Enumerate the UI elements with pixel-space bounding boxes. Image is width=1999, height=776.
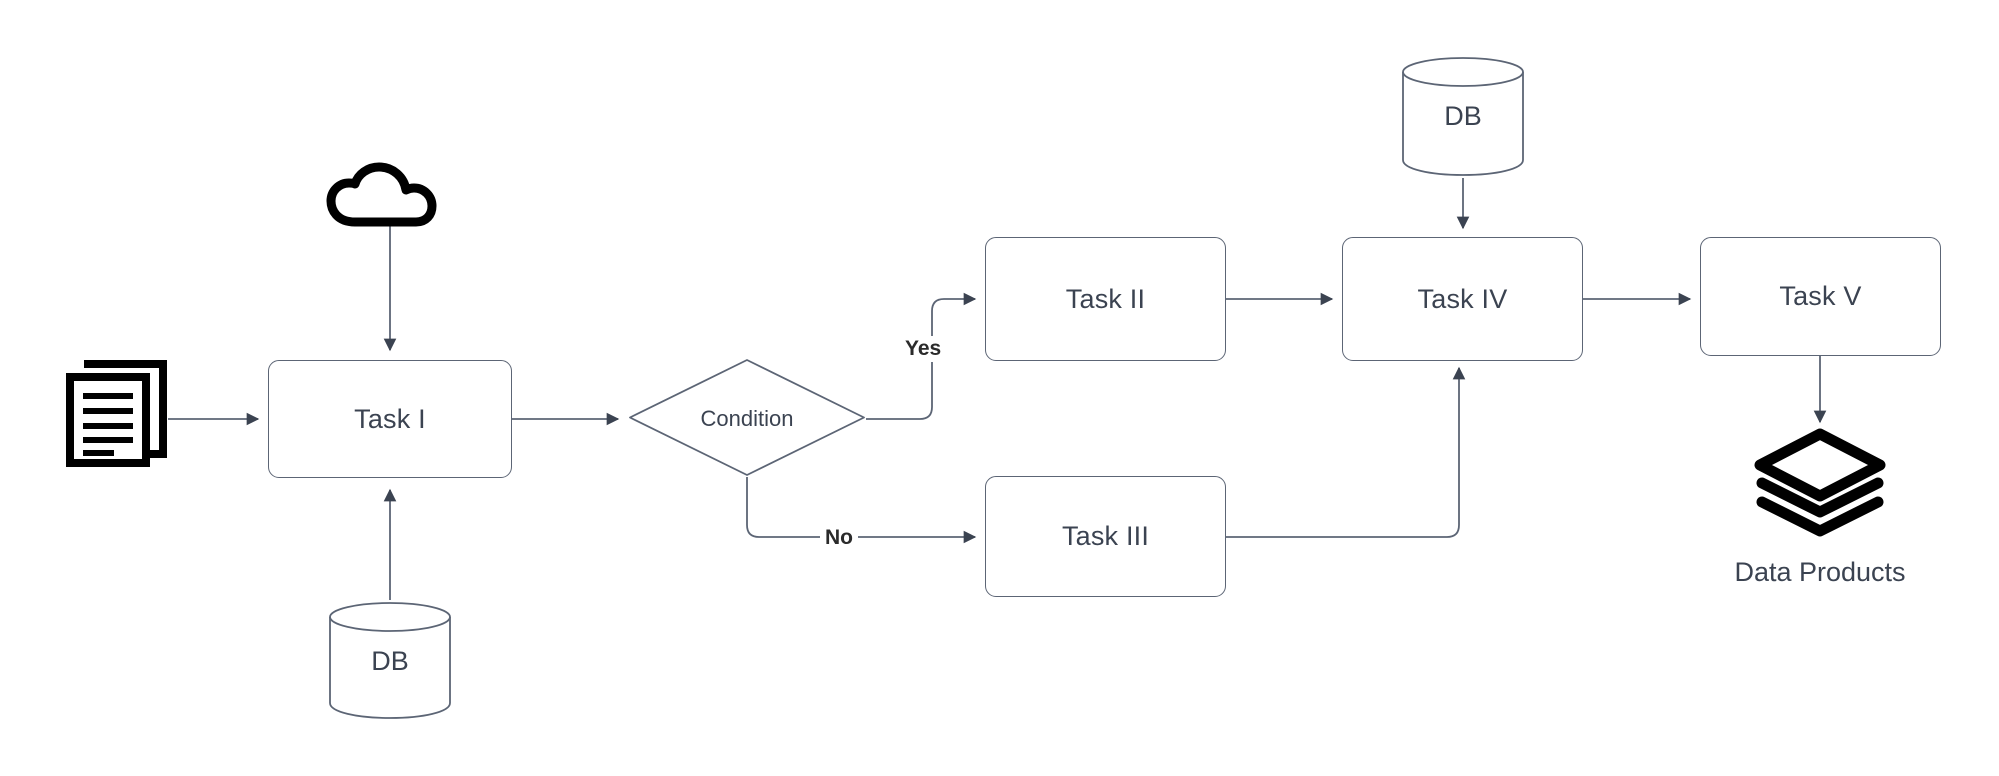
- decision-diamond-icon: [629, 359, 865, 476]
- database-cylinder-icon: [329, 602, 451, 719]
- cloud-icon: [326, 162, 437, 227]
- task-3-label: Task III: [1061, 521, 1150, 551]
- edge-label-yes: Yes: [900, 336, 947, 362]
- documents-node: [62, 355, 172, 470]
- task-4-box[interactable]: Task IV: [1342, 237, 1583, 361]
- data-products-node: [1750, 428, 1890, 538]
- edge-condition-no-to-task3: [746, 477, 977, 544]
- database-cylinder-icon: [1402, 57, 1524, 176]
- task-2-box[interactable]: Task II: [985, 237, 1226, 361]
- task-5-label: Task V: [1779, 281, 1862, 311]
- db-bottom-left-label: DB: [371, 646, 409, 676]
- cloud-node: [325, 160, 455, 230]
- documents-icon: [66, 360, 167, 467]
- task-3-box[interactable]: Task III: [985, 476, 1226, 597]
- db-top-right-node: DB: [1400, 55, 1526, 178]
- task-4-label: Task IV: [1417, 283, 1508, 314]
- condition-node[interactable]: Condition: [628, 358, 866, 477]
- task-2-label: Task II: [1065, 283, 1146, 314]
- edge-task3-to-task4: [1226, 366, 1466, 538]
- db-top-right-label: DB: [1444, 101, 1482, 131]
- task-1-label: Task I: [354, 403, 426, 434]
- db-bottom-left-node: DB: [327, 600, 453, 720]
- edge-label-no: No: [820, 525, 858, 551]
- layers-stack-icon: [1754, 428, 1886, 537]
- condition-label: Condition: [700, 406, 794, 431]
- task-1-box[interactable]: Task I: [268, 360, 512, 478]
- task-5-box[interactable]: Task V: [1700, 237, 1941, 356]
- data-products-label: Data Products: [1734, 557, 1906, 587]
